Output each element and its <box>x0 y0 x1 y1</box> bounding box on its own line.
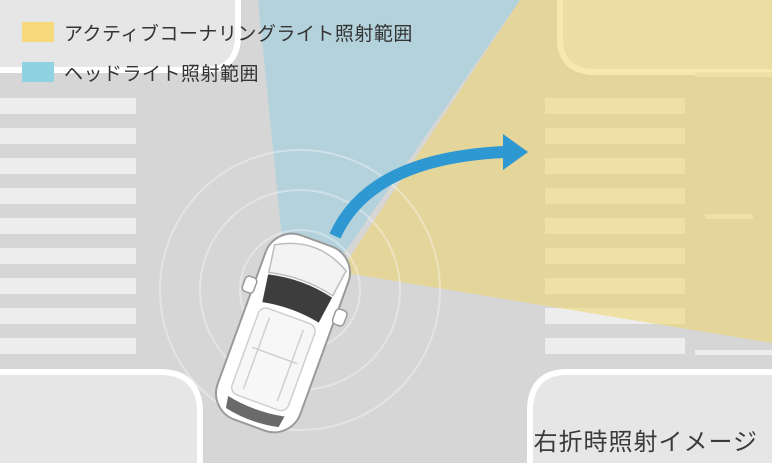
headlight-range <box>258 0 520 262</box>
vehicle-icon <box>215 232 351 434</box>
legend-label: アクティブコーナリングライト照射範囲 <box>64 22 413 45</box>
legend-label: ヘッドライト照射範囲 <box>64 62 260 85</box>
legend-item-headlight: ヘッドライト照射範囲 <box>22 58 413 86</box>
legend: アクティブコーナリングライト照射範囲 ヘッドライト照射範囲 <box>22 18 413 98</box>
legend-swatch-blue <box>22 62 54 82</box>
caption: 右折時照射イメージ <box>533 428 758 456</box>
legend-swatch-yellow <box>22 22 54 42</box>
legend-item-cornering-light: アクティブコーナリングライト照射範囲 <box>22 18 413 46</box>
cornering-light-range <box>340 0 772 343</box>
light-ripples <box>159 149 441 431</box>
turn-arrow <box>329 134 528 239</box>
crosswalk-left <box>0 98 136 354</box>
